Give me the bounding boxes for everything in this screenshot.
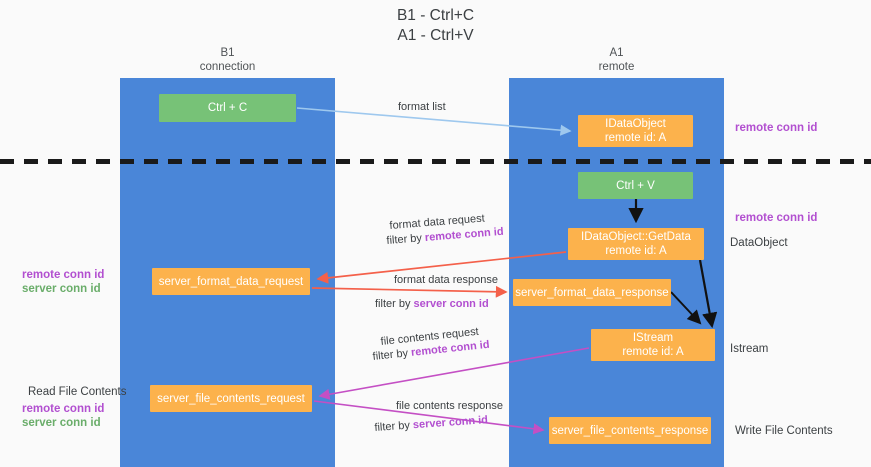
node-getdata-sub: remote id: A (605, 245, 667, 257)
lane-header-a1-name: A1 (609, 47, 624, 59)
node-ctrl-c[interactable]: Ctrl + C (159, 94, 296, 122)
title-line-1: B1 - Ctrl+C (396, 7, 475, 24)
edge-format-data-response (311, 285, 508, 298)
lane-header-b1-name: B1 (220, 47, 235, 59)
node-idataobject[interactable]: IDataObject remote id: A (578, 115, 693, 147)
node-getdata-label: IDataObject::GetData (581, 231, 691, 243)
node-server-format-data-response[interactable]: server_format_data_response (513, 279, 671, 306)
filter-prefix: filter by (372, 346, 412, 363)
lane-header-a1: A1 remote (509, 47, 724, 74)
node-ctrl-v[interactable]: Ctrl + V (578, 172, 693, 199)
annotation-read-file-contents: Read File Contents (28, 386, 127, 398)
annotation-remote-conn-id-mid: remote conn id (735, 212, 818, 224)
annotation-left-bottom-remote: remote conn id (22, 403, 105, 415)
node-server-format-data-request-label: server_format_data_request (158, 275, 304, 288)
edge-label-format-list: format list (398, 101, 446, 113)
page-title: B1 - Ctrl+C A1 - Ctrl+V (0, 6, 871, 46)
annotation-dataobject: DataObject (730, 237, 788, 249)
node-server-file-contents-request-label: server_file_contents_request (157, 392, 305, 405)
filter-prefix: filter by (375, 298, 414, 310)
edge-label-file-contents-response: file contents response (396, 400, 504, 412)
node-server-format-data-request[interactable]: server_format_data_request (152, 268, 310, 295)
annotation-left-mid-remote: remote conn id (22, 269, 105, 281)
lane-header-b1: B1 connection (120, 47, 335, 74)
annotation-left-mid: remote conn id server conn id (22, 268, 104, 296)
node-server-file-contents-response[interactable]: server_file_contents_response (549, 417, 711, 444)
filter-key-server-conn-id: server conn id (413, 298, 489, 310)
filter-prefix: filter by (374, 419, 414, 434)
phase-divider (0, 159, 871, 164)
annotation-left-bottom: remote conn id server conn id (22, 402, 104, 430)
node-ctrl-c-label: Ctrl + C (207, 102, 248, 114)
annotation-istream: Istream (730, 343, 769, 355)
node-idataobject-sub: remote id: A (604, 132, 667, 144)
node-ctrl-v-label: Ctrl + V (616, 179, 655, 192)
node-istream[interactable]: IStream remote id: A (591, 329, 715, 361)
node-server-format-data-response-label: server_format_data_response (515, 286, 669, 299)
node-idataobject-label: IDataObject (605, 118, 666, 130)
annotation-left-bottom-server: server conn id (22, 417, 101, 429)
node-server-file-contents-request[interactable]: server_file_contents_request (150, 385, 312, 412)
node-idataobject-getdata[interactable]: IDataObject::GetData remote id: A (568, 228, 704, 260)
annotation-write-file-contents: Write File Contents (735, 425, 833, 437)
edge-label-file-contents-response-filter: filter by server conn id (374, 413, 488, 435)
title-line-2: A1 - Ctrl+V (397, 27, 474, 44)
node-istream-sub: remote id: A (622, 346, 684, 358)
edge-label-format-data-response-filter: filter by server conn id (375, 297, 489, 311)
edge-label-format-data-response: format data response (394, 274, 498, 286)
annotation-remote-conn-id-top: remote conn id (735, 122, 818, 134)
filter-prefix: filter by (386, 231, 426, 247)
filter-key-server-conn-id: server conn id (412, 414, 489, 432)
lane-header-b1-role: connection (199, 60, 256, 73)
node-istream-label: IStream (632, 332, 674, 344)
annotation-left-mid-server: server conn id (22, 283, 101, 295)
node-server-file-contents-response-label: server_file_contents_response (551, 424, 709, 437)
lane-header-a1-role: remote (598, 60, 635, 73)
